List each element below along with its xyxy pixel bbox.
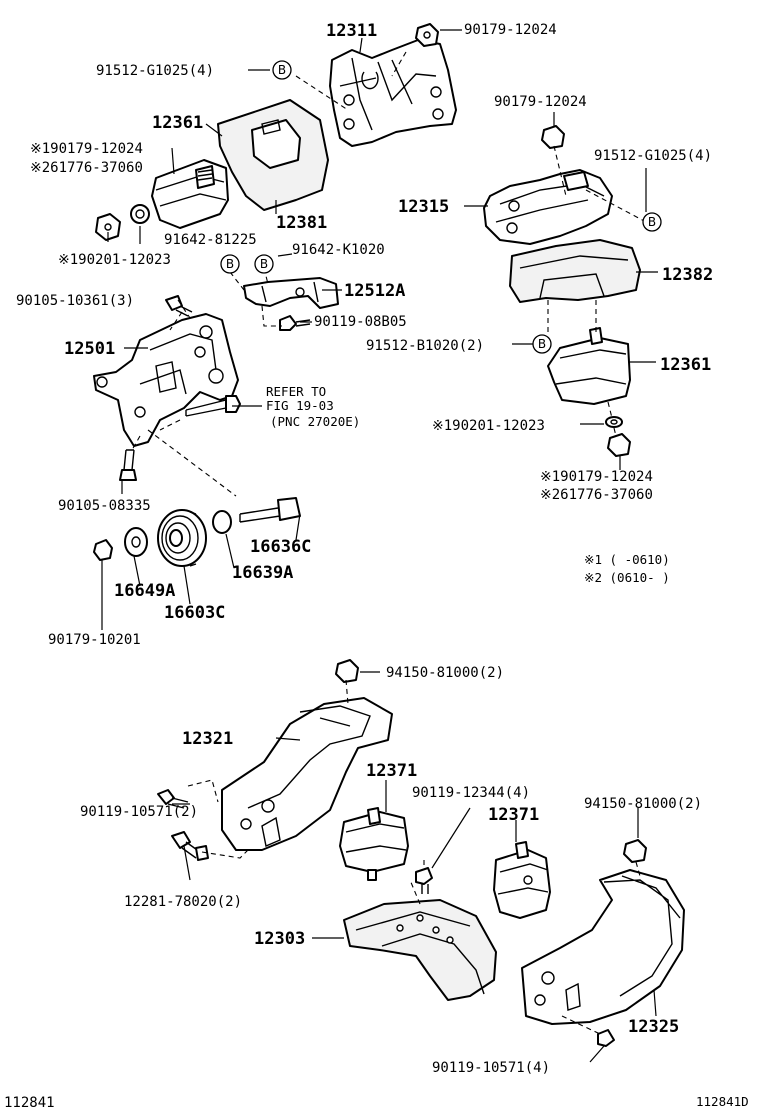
- washer-90201-left: [130, 204, 150, 224]
- label-94150-81000-top: 94150-81000(2): [386, 665, 504, 681]
- label-12325: 12325: [628, 1017, 679, 1037]
- nut-90179-12024-right: [541, 125, 565, 149]
- label-90179-10201: 90179-10201: [48, 632, 141, 648]
- label-16649A: 16649A: [114, 581, 175, 601]
- label-91512-G1025-left: 91512-G1025(4): [96, 63, 214, 79]
- insulator-12361-right: [547, 327, 631, 405]
- marker-b-5: B: [532, 334, 552, 354]
- plate-16649A: [124, 527, 148, 557]
- diagram-code-left: 112841: [4, 1095, 55, 1111]
- marker-b-3: B: [220, 254, 240, 274]
- cover-12381: [217, 99, 329, 211]
- marker-b-1: B: [272, 60, 292, 80]
- label-12361-top: 12361: [152, 113, 203, 133]
- stud-12281-78020: [171, 831, 209, 861]
- bolt-90105-10361: [165, 295, 193, 317]
- part-labels: 12311 90179-12024 91512-G1025(4) 12361 ※…: [4, 21, 749, 1111]
- label-12303: 12303: [254, 929, 305, 949]
- label-61776-37060-right-n2: ※261776-37060: [540, 487, 653, 503]
- pulley-16603C: [157, 509, 207, 567]
- label-12501: 12501: [64, 339, 115, 359]
- bolt-16636C: [239, 497, 301, 523]
- bolt-refer-fig: [185, 395, 241, 417]
- label-12361-right: 12361: [660, 355, 711, 375]
- nut-90179-left: [95, 213, 121, 241]
- bolt-90119-10571-bottom: [597, 1029, 615, 1047]
- label-90119-12344: 90119-12344(4): [412, 785, 530, 801]
- bracket-12512A: [243, 277, 339, 309]
- label-90119-10571-bottom: 90119-10571(4): [432, 1060, 550, 1076]
- nut-90179-10201: [93, 539, 113, 561]
- diagram-code-right: 112841D: [696, 1094, 749, 1109]
- bolt-90119-12344: [415, 867, 433, 894]
- insulator-12371-left: [339, 807, 409, 881]
- bracket-12315: [483, 169, 613, 245]
- label-12371-right: 12371: [488, 805, 539, 825]
- label-12371-left: 12371: [366, 761, 417, 781]
- nut-90179-right: [607, 433, 631, 457]
- washer-90201-right: [605, 416, 623, 428]
- label-16603C: 16603C: [164, 603, 225, 623]
- label-91512-B1020: 91512-B1020(2): [366, 338, 484, 354]
- label-refer-fig: FIG 19-03: [266, 398, 334, 413]
- label-90119-10571-left: 90119-10571(2): [80, 804, 198, 820]
- nut-94150-top: [335, 659, 359, 683]
- bracket-12311: [329, 39, 457, 147]
- label-90201-12023-right: ※190201-12023: [432, 418, 545, 434]
- bolt-90105-08335: [119, 449, 137, 481]
- marker-letter-2: B: [648, 215, 656, 229]
- nut-90179-12024-top: [415, 23, 439, 47]
- label-90179-12024-right: 90179-12024: [494, 94, 587, 110]
- bracket-12501: [93, 313, 239, 447]
- bracket-12325: [521, 869, 685, 1025]
- label-90179-12024-n1: ※190179-12024: [30, 141, 143, 157]
- label-91512-G1025-right: 91512-G1025(4): [594, 148, 712, 164]
- label-91642-K1020: 91642-K1020: [292, 242, 385, 258]
- bracket-12321: [221, 697, 393, 851]
- label-90105-08335: 90105-08335: [58, 498, 151, 514]
- leader-lines: [101, 29, 658, 1063]
- collar-16639A: [212, 510, 232, 534]
- label-90179-12024-top: 90179-12024: [464, 22, 557, 38]
- label-91642-81225: 91642-81225: [164, 232, 257, 248]
- label-note-2: ※2 (0610- ): [584, 570, 670, 585]
- cover-12382: [509, 239, 641, 303]
- marker-letter-3: B: [226, 257, 234, 271]
- label-90105-10361: 90105-10361(3): [16, 293, 134, 309]
- label-12315: 12315: [398, 197, 449, 217]
- label-12311: 12311: [326, 21, 377, 41]
- marker-letter-5: B: [538, 337, 546, 351]
- label-12321: 12321: [182, 729, 233, 749]
- label-refer-to: REFER TO: [266, 384, 326, 399]
- label-16639A: 16639A: [232, 563, 293, 583]
- label-note-1: ※1 ( -0610): [584, 552, 670, 567]
- marker-b-2: B: [642, 212, 662, 232]
- insulator-12361-top: [151, 159, 229, 229]
- bracket-12303: [343, 899, 497, 1001]
- bolt-90119-10571-left: [157, 789, 189, 809]
- label-12382: 12382: [662, 265, 713, 285]
- label-12512A: 12512A: [344, 281, 405, 301]
- marker-letter-4: B: [260, 257, 268, 271]
- label-90119-08B05: 90119-08B05: [314, 314, 407, 330]
- label-12381: 12381: [276, 213, 327, 233]
- bolt-90119-08B05: [279, 315, 311, 331]
- nut-94150-right: [623, 839, 647, 863]
- marker-b-4: B: [254, 254, 274, 274]
- label-90201-12023-left: ※190201-12023: [58, 252, 171, 268]
- label-refer-pnc: (PNC 27020E): [270, 414, 360, 429]
- label-12281-78020: 12281-78020(2): [124, 894, 242, 910]
- marker-letter-1: B: [278, 63, 286, 77]
- insulator-12371-right: [493, 841, 551, 919]
- dashed-guides: [131, 51, 647, 1035]
- label-94150-81000-right: 94150-81000(2): [584, 796, 702, 812]
- label-90179-12024-right-n1: ※190179-12024: [540, 469, 653, 485]
- label-16636C: 16636C: [250, 537, 311, 557]
- label-61776-37060-n2: ※261776-37060: [30, 160, 143, 176]
